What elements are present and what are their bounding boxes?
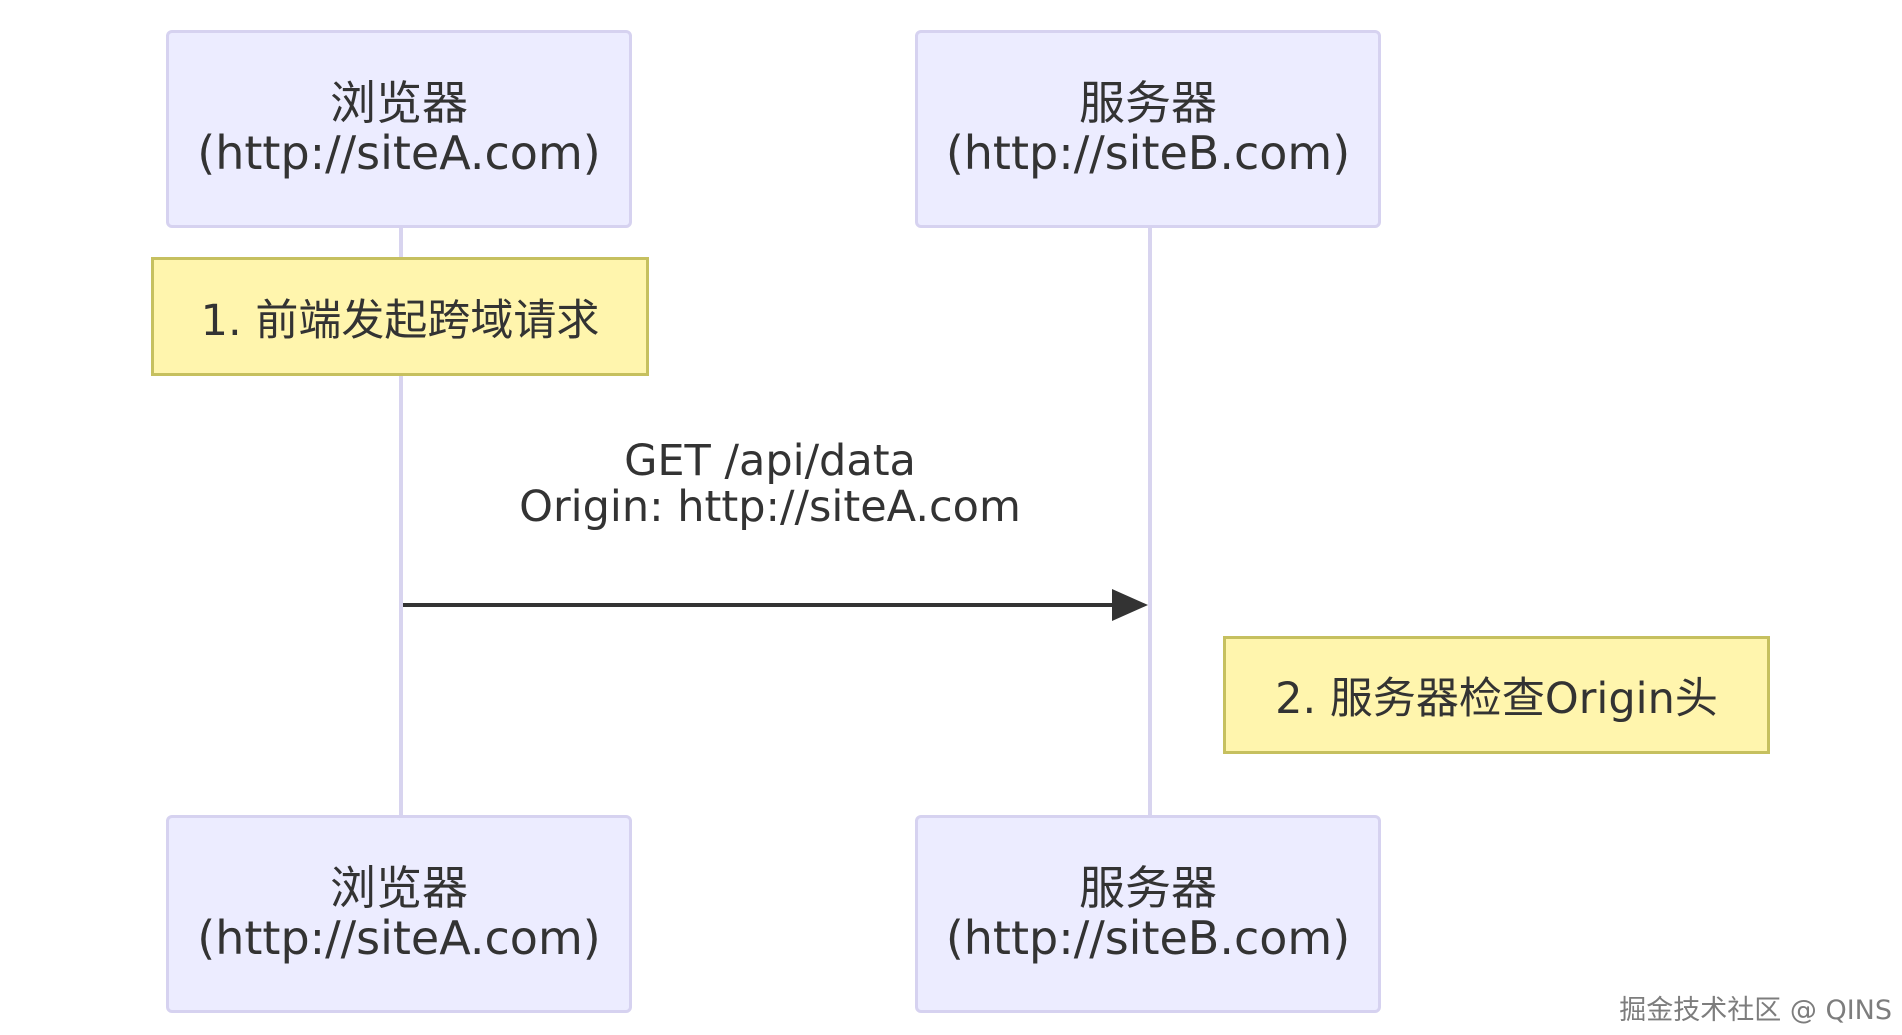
server-participant-bottom: 服务器 (http://siteB.com): [915, 815, 1381, 1013]
browser-participant-top: 浏览器 (http://siteA.com): [166, 30, 632, 228]
browser-note: 1. 前端发起跨域请求: [151, 257, 649, 376]
watermark-text: 掘金技术社区 @ QINS: [1619, 995, 1892, 1026]
server-participant-name: 服务器: [1079, 76, 1217, 131]
request-origin-line: Origin: http://siteA.com: [519, 482, 1021, 533]
browser-lifeline: [399, 228, 403, 818]
request-message-label: GET /api/data Origin: http://siteA.com: [450, 438, 1090, 531]
browser-participant-name: 浏览器: [330, 76, 468, 131]
server-participant-url: (http://siteB.com): [945, 126, 1351, 180]
request-arrow-head: [1112, 589, 1148, 621]
browser-participant-url: (http://siteA.com): [197, 126, 601, 180]
server-lifeline: [1148, 228, 1152, 818]
server-participant-bottom-name: 服务器: [1079, 861, 1217, 916]
browser-participant-bottom-url: (http://siteA.com): [197, 911, 601, 965]
browser-participant-bottom-name: 浏览器: [330, 861, 468, 916]
request-method-line: GET /api/data: [624, 436, 916, 486]
browser-participant-bottom: 浏览器 (http://siteA.com): [166, 815, 632, 1013]
server-participant-top: 服务器 (http://siteB.com): [915, 30, 1381, 228]
server-note: 2. 服务器检查Origin头: [1223, 636, 1770, 754]
server-participant-bottom-url: (http://siteB.com): [945, 911, 1351, 965]
